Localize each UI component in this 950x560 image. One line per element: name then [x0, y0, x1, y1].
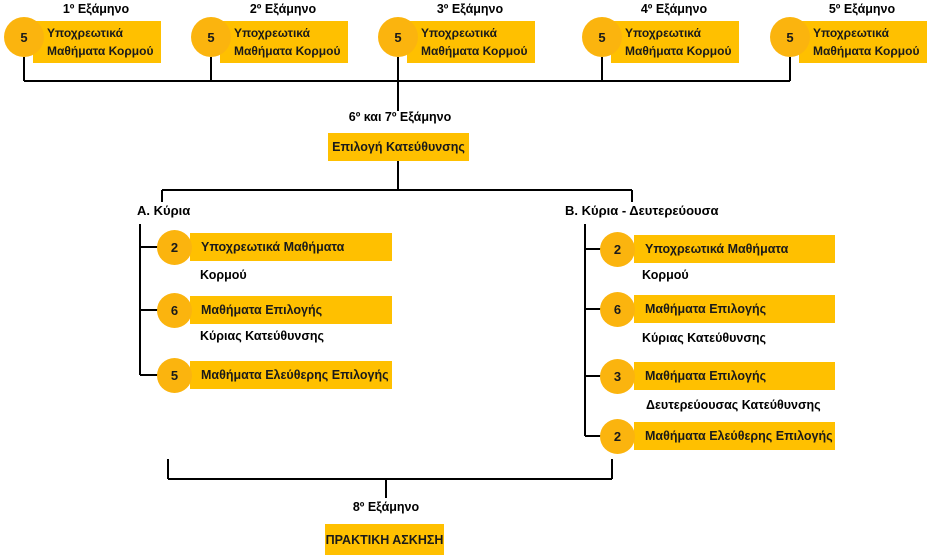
- course-bar: Υποχρεωτικά Μαθήματα: [634, 235, 835, 263]
- semester-8-label: 8º Εξάμηνο: [352, 500, 420, 514]
- course-box: Υποχρεωτικά Μαθήματα Κορμού: [611, 21, 739, 63]
- semester-label: 2º Εξάμηνο: [249, 2, 317, 16]
- course-box: Υποχρεωτικά Μαθήματα Κορμού: [799, 21, 927, 63]
- semester-group-2: 2º Εξάμηνο 5 Υποχρεωτικά Μαθήματα Κορμού: [191, 2, 351, 64]
- course-count-badge: 5: [770, 17, 810, 57]
- course-sublabel: Κορμού: [642, 268, 689, 282]
- course-count-badge: 2: [600, 419, 635, 454]
- semester-label: 4º Εξάμηνο: [640, 2, 708, 16]
- course-count-badge: 5: [4, 17, 44, 57]
- course-bar: Μαθήματα Επιλογής: [634, 295, 835, 323]
- course-count-badge: 5: [378, 17, 418, 57]
- course-bar: Μαθήματα Επιλογής: [190, 296, 392, 324]
- semester-group-4: 4º Εξάμηνο 5 Υποχρεωτικά Μαθήματα Κορμού: [582, 2, 742, 64]
- branch-b-title: Β. Κύρια - Δευτερεύουσα: [565, 203, 719, 218]
- course-sublabel: Κύριας Κατεύθυνσης: [200, 329, 325, 343]
- course-bar: Μαθήματα Ελεύθερης Επιλογής: [634, 422, 835, 450]
- semester-group-3: 3º Εξάμηνο 5 Υποχρεωτικά Μαθήματα Κορμού: [378, 2, 538, 64]
- semester-6-7-label: 6º και 7º Εξάμηνο: [348, 110, 452, 124]
- course-count-badge: 2: [157, 230, 192, 265]
- course-bar: Υποχρεωτικά Μαθήματα: [190, 233, 392, 261]
- course-count-badge: 5: [157, 358, 192, 393]
- course-sublabel: Κύριας Κατεύθυνσης: [642, 331, 767, 345]
- course-bar: Μαθήματα Επιλογής: [634, 362, 835, 390]
- semester-group-1: 1º Εξάμηνο 5 Υποχρεωτικά Μαθήματα Κορμού: [4, 2, 164, 64]
- course-box: Υποχρεωτικά Μαθήματα Κορμού: [33, 21, 161, 63]
- course-count-badge: 3: [600, 359, 635, 394]
- course-sublabel: Κορμού: [200, 268, 247, 282]
- semester-label: 5º Εξάμηνο: [828, 2, 896, 16]
- practical-training-box: ΠΡΑΚΤΙΚΗ ΑΣΚΗΣΗ: [325, 524, 444, 555]
- direction-selection-box: Επιλογή Κατεύθυνσης: [328, 133, 469, 161]
- course-count-badge: 5: [191, 17, 231, 57]
- semester-label: 3º Εξάμηνο: [436, 2, 504, 16]
- course-box: Υποχρεωτικά Μαθήματα Κορμού: [220, 21, 348, 63]
- semester-group-5: 5º Εξάμηνο 5 Υποχρεωτικά Μαθήματα Κορμού: [770, 2, 930, 64]
- course-count-badge: 5: [582, 17, 622, 57]
- course-count-badge: 2: [600, 232, 635, 267]
- course-bar: Μαθήματα Ελεύθερης Επιλογής: [190, 361, 392, 389]
- semester-label: 1º Εξάμηνο: [62, 2, 130, 16]
- branch-a-title: Α. Κύρια: [137, 203, 191, 218]
- course-sublabel: Δευτερεύουσας Κατεύθυνσης: [646, 398, 821, 412]
- course-count-badge: 6: [600, 292, 635, 327]
- course-box: Υποχρεωτικά Μαθήματα Κορμού: [407, 21, 535, 63]
- course-count-badge: 6: [157, 293, 192, 328]
